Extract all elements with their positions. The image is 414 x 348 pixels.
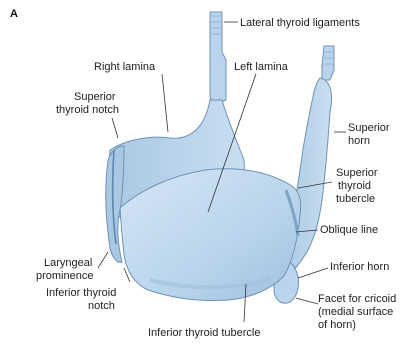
lateral-thyroid-ligament-right — [322, 46, 334, 80]
label-lateral-thyroid-ligaments: Lateral thyroid ligaments — [240, 17, 360, 29]
label-facet-1: Facet for cricoid — [318, 293, 396, 305]
label-right-lamina: Right lamina — [94, 61, 156, 73]
leader-superior-thyroid-notch — [112, 118, 118, 138]
leader-right-lamina — [162, 74, 168, 132]
label-inferior-thyroid-notch-2: notch — [88, 300, 115, 312]
label-facet-2: (medial surface — [318, 306, 393, 318]
label-superior-horn-1: Superior — [348, 122, 390, 134]
laryngeal-prominence-shape — [106, 146, 124, 262]
label-laryngeal-prominence-2: prominence — [36, 270, 93, 282]
label-superior-thyroid-notch-1: Superior — [74, 91, 116, 103]
leader-laryngeal-prominence — [98, 252, 108, 268]
leader-facet — [296, 298, 318, 304]
label-facet-3: of horn) — [318, 319, 356, 331]
label-superior-thyroid-notch-2: thyroid notch — [56, 104, 119, 116]
thyroid-cartilage-illustration — [106, 12, 334, 303]
label-inferior-horn: Inferior horn — [330, 261, 389, 273]
lateral-thyroid-ligament-left — [210, 12, 226, 104]
label-oblique-line: Oblique line — [320, 224, 378, 236]
label-inferior-thyroid-tubercle: Inferior thyroid tubercle — [148, 327, 261, 339]
label-inferior-thyroid-notch-1: Inferior thyroid — [46, 287, 116, 299]
label-superior-thyroid-tubercle-1: Superior — [336, 167, 378, 179]
label-superior-thyroid-tubercle-3: tubercle — [336, 193, 375, 205]
label-superior-thyroid-tubercle-2: thyroid — [338, 180, 371, 192]
leader-inferior-horn — [298, 268, 328, 278]
label-left-lamina: Left lamina — [234, 61, 289, 73]
label-laryngeal-prominence-1: Laryngeal — [44, 257, 92, 269]
label-superior-horn-2: horn — [348, 135, 370, 147]
left-lamina — [120, 169, 301, 301]
panel-letter: A — [10, 8, 18, 20]
